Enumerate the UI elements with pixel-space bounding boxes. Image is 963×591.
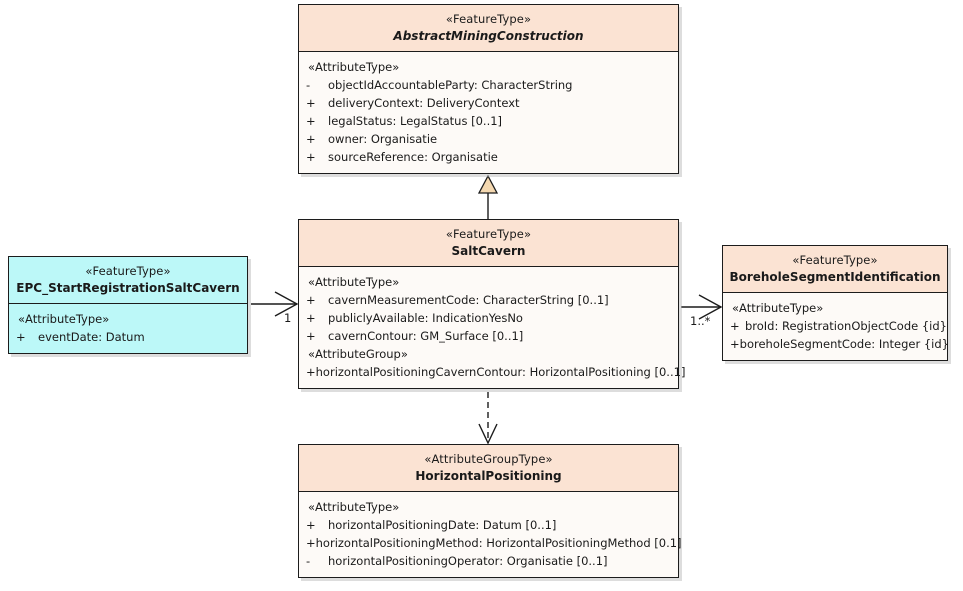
attribute-row[interactable]: + cavernMeasurementCode: CharacterString… <box>299 291 678 309</box>
attribute-visibility: - <box>306 554 311 568</box>
class-stereotype: «FeatureType» <box>445 12 532 26</box>
class-header: «FeatureType» EPC_StartRegistrationSaltC… <box>9 257 247 304</box>
attribute-signature: objectIdAccountableParty: CharacterStrin… <box>328 78 573 92</box>
attribute-group-label: «AttributeType» <box>732 301 824 315</box>
attribute-row[interactable]: + deliveryContext: DeliveryContext <box>299 94 678 112</box>
class-stereotype: «FeatureType» <box>85 264 171 278</box>
attribute-visibility: + <box>306 536 316 550</box>
attribute-signature: horizontalPositioningDate: Datum [0..1] <box>328 518 557 532</box>
attribute-visibility: + <box>306 114 316 128</box>
attribute-visibility: + <box>306 132 316 146</box>
attribute-row[interactable]: + cavernContour: GM_Surface [0..1] <box>299 327 678 345</box>
dependency-open-arrowhead <box>478 423 498 445</box>
attribute-row[interactable]: + broId: RegistrationObjectCode {id} <box>723 317 947 335</box>
attribute-visibility: + <box>306 311 316 325</box>
attribute-group-label: «AttributeType» <box>308 60 400 74</box>
attribute-row[interactable]: - horizontalPositioningOperator: Organis… <box>299 552 678 570</box>
attribute-signature: horizontalPositioningCavernContour: Hori… <box>315 365 686 379</box>
attribute-signature: sourceReference: Organisatie <box>328 150 498 164</box>
attribute-visibility: + <box>730 319 740 333</box>
class-name: SaltCavern <box>451 244 526 258</box>
attribute-visibility: - <box>306 78 311 92</box>
attribute-row[interactable]: + legalStatus: LegalStatus [0..1] <box>299 112 678 130</box>
attribute-signature: legalStatus: LegalStatus [0..1] <box>328 114 503 128</box>
attribute-group-label: «AttributeType» <box>308 500 400 514</box>
class-attribute-compartment: «AttributeType» + cavernMeasurementCode:… <box>299 267 685 388</box>
class-attribute-compartment: «AttributeType» + eventDate: Datum <box>9 304 247 353</box>
attribute-group-label: «AttributeType» <box>308 275 400 289</box>
attribute-visibility: + <box>730 337 740 351</box>
class-stereotype: «FeatureType» <box>792 253 878 267</box>
class-name: AbstractMiningConstruction <box>393 29 584 43</box>
attribute-group-label: «AttributeType» <box>18 312 110 326</box>
attribute-signature: cavernContour: GM_Surface [0..1] <box>328 329 524 343</box>
attribute-row[interactable]: - objectIdAccountableParty: CharacterStr… <box>299 76 678 94</box>
class-header: «AttributeGroupType» HorizontalPositioni… <box>299 445 678 492</box>
attribute-signature: horizontalPositioningOperator: Organisat… <box>328 554 608 568</box>
attribute-row[interactable]: + eventDate: Datum <box>9 328 247 346</box>
attribute-visibility: + <box>16 330 26 344</box>
class-box-borehole-segment-identification[interactable]: «FeatureType» BoreholeSegmentIdentificat… <box>722 245 949 361</box>
generalization-saltcavern-to-abstract-mining[interactable] <box>477 174 499 219</box>
attribute-visibility: + <box>306 96 316 110</box>
class-box-horizontal-positioning[interactable]: «AttributeGroupType» HorizontalPositioni… <box>298 444 682 578</box>
class-box-salt-cavern[interactable]: «FeatureType» SaltCavern «AttributeType»… <box>298 219 685 389</box>
class-attribute-compartment: «AttributeType» + broId: RegistrationObj… <box>723 293 949 360</box>
attribute-row[interactable]: + horizontalPositioningDate: Datum [0..1… <box>299 516 678 534</box>
attribute-signature: publiclyAvailable: IndicationYesNo <box>328 311 523 325</box>
attribute-row[interactable]: + boreholeSegmentCode: Integer {id} <box>723 335 949 353</box>
class-box-epc-start-registration-salt-cavern[interactable]: «FeatureType» EPC_StartRegistrationSaltC… <box>8 256 248 354</box>
class-header: «FeatureType» SaltCavern <box>299 220 678 267</box>
attribute-visibility: + <box>306 518 316 532</box>
attribute-signature: deliveryContext: DeliveryContext <box>328 96 520 110</box>
attribute-signature: horizontalPositioningMethod: HorizontalP… <box>315 536 682 550</box>
attribute-row[interactable]: + horizontalPositioningMethod: Horizonta… <box>299 534 682 552</box>
class-header: «FeatureType» AbstractMiningConstruction <box>299 5 678 52</box>
attribute-row[interactable]: + publiclyAvailable: IndicationYesNo <box>299 309 678 327</box>
class-box-abstract-mining-construction[interactable]: «FeatureType» AbstractMiningConstruction… <box>298 4 679 174</box>
attribute-visibility: + <box>306 329 316 343</box>
class-stereotype: «FeatureType» <box>445 227 532 241</box>
attribute-group-label: «AttributeGroup» <box>308 347 408 361</box>
class-attribute-compartment: «AttributeType» + horizontalPositioningD… <box>299 492 682 577</box>
attribute-visibility: + <box>306 293 316 307</box>
class-name: BoreholeSegmentIdentification <box>729 270 941 284</box>
attribute-visibility: + <box>306 150 316 164</box>
attribute-row[interactable]: + horizontalPositioningCavernContour: Ho… <box>299 363 685 381</box>
attribute-row[interactable]: + sourceReference: Organisatie <box>299 148 678 166</box>
class-header: «FeatureType» BoreholeSegmentIdentificat… <box>723 246 947 293</box>
attribute-signature: cavernMeasurementCode: CharacterString [… <box>328 293 609 307</box>
multiplicity-label-borehole-end: 1..* <box>690 314 711 328</box>
class-attribute-compartment: «AttributeType» - objectIdAccountablePar… <box>299 52 678 173</box>
attribute-signature: boreholeSegmentCode: Integer {id} <box>739 337 949 351</box>
attribute-visibility: + <box>306 365 316 379</box>
class-name: EPC_StartRegistrationSaltCavern <box>16 281 240 295</box>
attribute-signature: broId: RegistrationObjectCode {id} <box>744 319 947 333</box>
attribute-signature: owner: Organisatie <box>328 132 438 146</box>
class-name: HorizontalPositioning <box>415 469 562 483</box>
generalization-triangle-arrowhead <box>477 174 499 194</box>
attribute-row[interactable]: + owner: Organisatie <box>299 130 678 148</box>
attribute-signature: eventDate: Datum <box>38 330 145 344</box>
dependency-saltcavern-to-horizontal-positioning[interactable] <box>478 392 498 445</box>
multiplicity-label-saltcavern-end: 1 <box>284 311 292 325</box>
class-stereotype: «AttributeGroupType» <box>424 452 553 466</box>
